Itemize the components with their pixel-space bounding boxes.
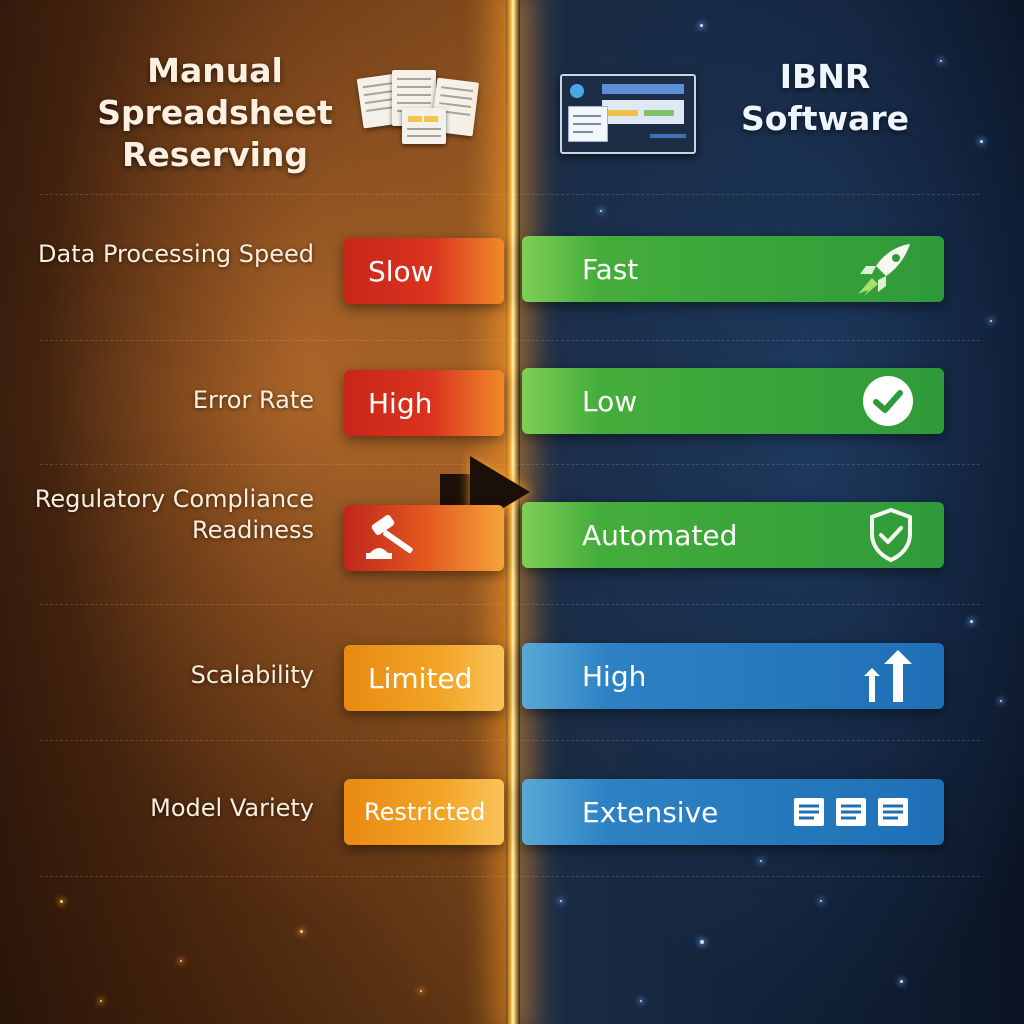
star bbox=[760, 860, 762, 862]
left-column-title: Manual Spreadsheet Reserving bbox=[97, 51, 333, 174]
star bbox=[560, 900, 562, 902]
spark bbox=[300, 930, 303, 933]
rocket-icon bbox=[858, 244, 910, 296]
left-value-text: Slow bbox=[368, 254, 434, 288]
shield-check-icon bbox=[870, 507, 912, 563]
spark bbox=[420, 990, 422, 992]
right-value-processing-speed: Fast bbox=[522, 236, 944, 302]
gavel-icon bbox=[366, 514, 413, 559]
left-value-scalability: Limited bbox=[344, 645, 504, 711]
star bbox=[1000, 700, 1002, 702]
row-label-regulatory-compliance: Regulatory Compliance Readiness bbox=[34, 485, 314, 544]
right-value-text: Automated bbox=[582, 518, 738, 552]
row-label-error-rate: Error Rate bbox=[192, 386, 314, 414]
right-value-error-rate: Low bbox=[522, 368, 944, 434]
software-dashboard-icon bbox=[560, 74, 696, 154]
star bbox=[700, 24, 703, 27]
row-label-model-variety: Model Variety bbox=[150, 794, 314, 822]
star bbox=[640, 1000, 642, 1002]
left-value-model-variety: Restricted bbox=[344, 779, 504, 845]
spark bbox=[100, 1000, 102, 1002]
star bbox=[980, 140, 983, 143]
row-label-scalability: Scalability bbox=[190, 661, 314, 689]
row-label-processing-speed: Data Processing Speed bbox=[38, 240, 314, 268]
right-value-regulatory-compliance: Automated bbox=[522, 502, 944, 568]
right-value-text: Fast bbox=[582, 252, 639, 286]
documents-icon bbox=[794, 798, 908, 826]
spark bbox=[60, 900, 63, 903]
left-value-regulatory-compliance bbox=[344, 505, 504, 571]
star bbox=[600, 210, 602, 212]
star bbox=[970, 620, 973, 623]
left-value-text: High bbox=[368, 386, 433, 420]
star bbox=[990, 320, 992, 322]
star bbox=[940, 60, 942, 62]
left-value-text: Limited bbox=[368, 661, 473, 695]
right-value-scalability: High bbox=[522, 643, 944, 709]
spreadsheet-documents-icon bbox=[356, 70, 486, 150]
right-column-title: IBNR Software bbox=[741, 57, 909, 138]
left-value-error-rate: High bbox=[344, 370, 504, 436]
right-value-text: Low bbox=[582, 384, 638, 418]
right-value-text: High bbox=[582, 659, 647, 693]
spark bbox=[180, 960, 182, 962]
star bbox=[700, 940, 704, 944]
right-value-text: Extensive bbox=[582, 795, 719, 829]
star bbox=[820, 900, 822, 902]
star bbox=[900, 980, 903, 983]
checkmark-circle-icon bbox=[863, 376, 913, 426]
right-value-model-variety: Extensive bbox=[522, 779, 944, 845]
up-arrows-icon bbox=[864, 650, 912, 702]
left-value-text: Restricted bbox=[364, 798, 486, 826]
left-value-processing-speed: Slow bbox=[344, 238, 504, 304]
